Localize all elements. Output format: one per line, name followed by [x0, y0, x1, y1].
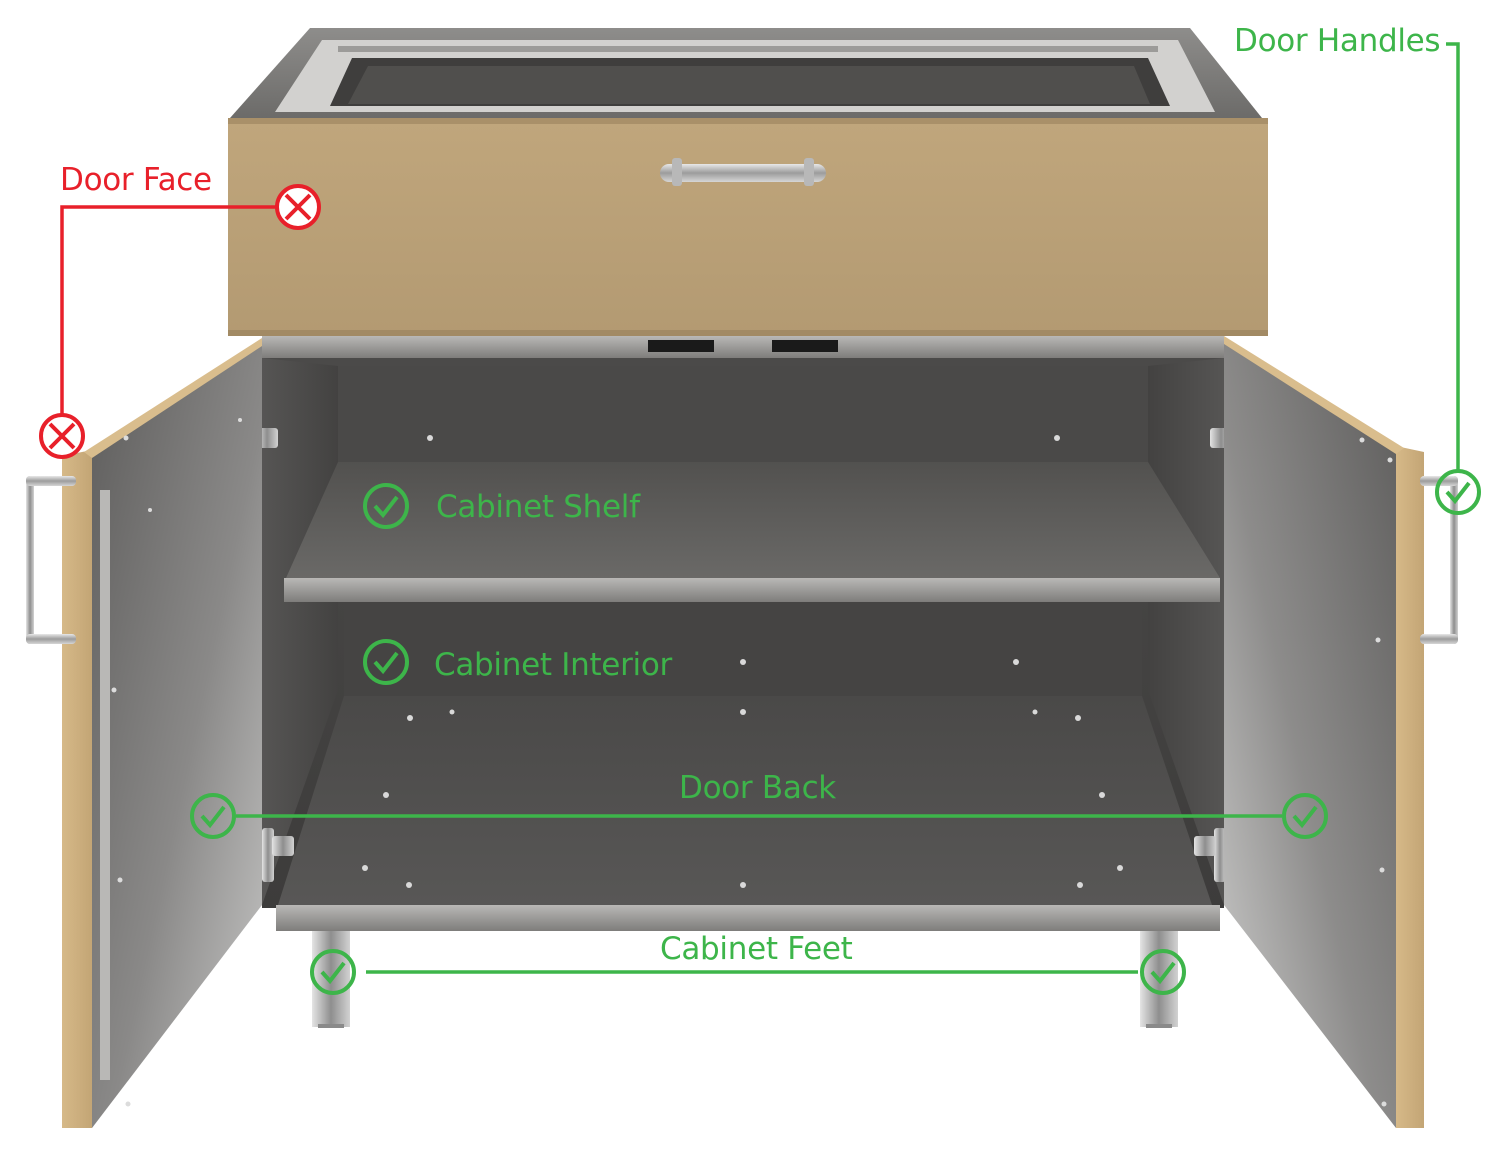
- door-handles-leader-line: [1446, 42, 1460, 472]
- check-circle-icon: [363, 483, 409, 529]
- cabinet-feet-label: Cabinet Feet: [660, 931, 853, 967]
- x-circle-icon: [275, 184, 321, 230]
- cabinet-shelf-label: Cabinet Shelf: [436, 489, 640, 525]
- x-circle-icon: [39, 413, 85, 459]
- check-circle-icon: [1140, 949, 1186, 995]
- check-circle-icon: [310, 949, 356, 995]
- cabinet-interior: [262, 358, 1224, 931]
- door-face-leader-line: [60, 205, 276, 418]
- right-door-handle: [1420, 476, 1458, 644]
- drawer-handle: [660, 164, 826, 182]
- check-circle-icon: [363, 639, 409, 685]
- door-face-label: Door Face: [60, 162, 212, 198]
- drawer-front: [228, 118, 1268, 336]
- check-circle-icon: [190, 793, 236, 839]
- door-handles-label: Door Handles: [1234, 23, 1441, 59]
- drawer-box: [230, 28, 1262, 118]
- door-back-label: Door Back: [679, 770, 836, 806]
- left-door-handle: [26, 476, 76, 644]
- cabinet-interior-label: Cabinet Interior: [434, 647, 672, 683]
- cabinet-shelf: [284, 578, 1220, 602]
- check-circle-icon: [1282, 793, 1328, 839]
- left-door: [62, 338, 262, 1128]
- check-circle-icon: [1435, 469, 1481, 515]
- right-door: [1224, 336, 1424, 1128]
